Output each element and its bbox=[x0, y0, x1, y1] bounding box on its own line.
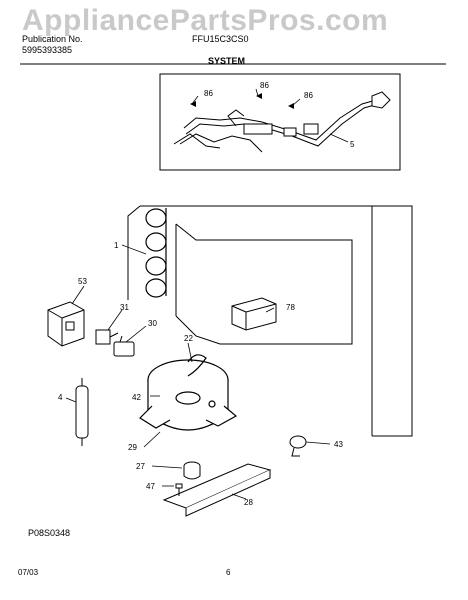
callout-47: 47 bbox=[146, 482, 155, 491]
wiring-harness bbox=[173, 91, 391, 153]
compressor bbox=[139, 354, 238, 431]
grommet-27 bbox=[183, 461, 201, 480]
wiring-inset-frame bbox=[159, 73, 401, 171]
publication-label: Publication No. bbox=[22, 34, 83, 44]
callout-31: 31 bbox=[120, 303, 129, 312]
watermark: AppliancePartsPros.com bbox=[22, 4, 389, 37]
model-number: FFU15C3CS0 bbox=[192, 34, 249, 44]
callout-4: 4 bbox=[58, 393, 63, 402]
publication-number: 5995393385 bbox=[22, 45, 73, 55]
mounting-rail-28 bbox=[162, 463, 272, 517]
revision-date: 07/03 bbox=[18, 568, 39, 577]
callout-22: 22 bbox=[184, 334, 193, 343]
filter-drier-4 bbox=[75, 378, 89, 446]
condenser-coil bbox=[145, 208, 167, 298]
callout-5: 5 bbox=[350, 140, 355, 149]
callout-78: 78 bbox=[286, 303, 295, 312]
callout-53: 53 bbox=[78, 277, 87, 286]
callout-42: 42 bbox=[132, 393, 141, 402]
page-number: 6 bbox=[226, 568, 231, 577]
diagram-code: P08S0348 bbox=[28, 528, 71, 538]
capacitor-30 bbox=[113, 335, 135, 357]
callout-29: 29 bbox=[128, 443, 137, 452]
callout-1: 1 bbox=[114, 241, 119, 250]
overload-31 bbox=[95, 329, 119, 345]
screw-47 bbox=[175, 483, 183, 496]
callout-86c: 86 bbox=[304, 91, 313, 100]
callout-27: 27 bbox=[136, 462, 145, 471]
section-title: SYSTEM bbox=[208, 56, 246, 66]
relay-53 bbox=[47, 301, 85, 347]
cabinet-outline bbox=[127, 205, 413, 437]
callout-43: 43 bbox=[334, 440, 343, 449]
screw-86-marks bbox=[190, 93, 294, 109]
thermostat-78 bbox=[231, 297, 277, 331]
callout-86a: 86 bbox=[204, 89, 213, 98]
callout-30: 30 bbox=[148, 319, 157, 328]
callout-28: 28 bbox=[244, 498, 253, 507]
clamp-43 bbox=[289, 435, 307, 457]
callout-86b: 86 bbox=[260, 81, 269, 90]
leader-lines bbox=[65, 244, 331, 500]
